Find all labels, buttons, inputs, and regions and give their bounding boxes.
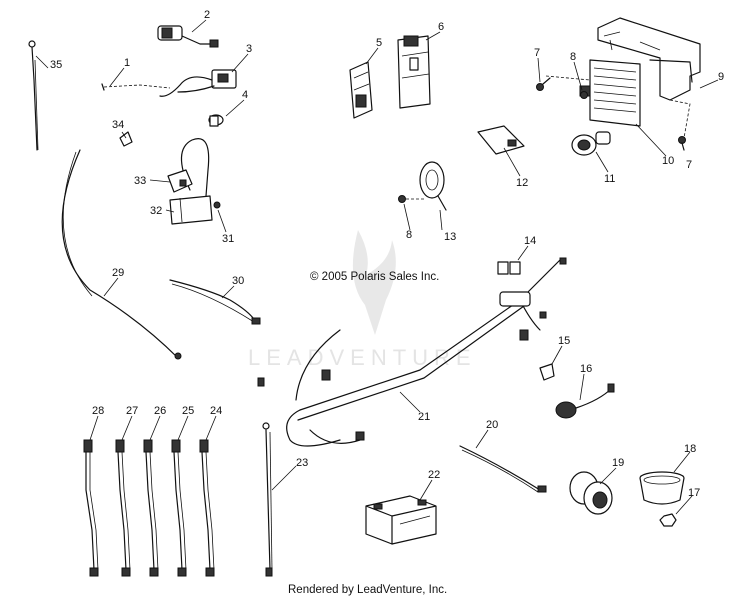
callout-9: 9 [718, 71, 724, 83]
callout-10: 10 [662, 155, 674, 167]
callout-3: 3 [246, 43, 252, 55]
callout-26: 26 [154, 405, 166, 417]
watermark-text: LEADVENTURE [248, 345, 477, 370]
callout-25: 25 [182, 405, 194, 417]
part-1-wire [101, 83, 171, 91]
part-32-ignition-coil [169, 195, 213, 225]
part-33-spark-plug-cap [167, 138, 210, 197]
callout-16: 16 [580, 363, 592, 375]
callout-4: 4 [242, 89, 248, 101]
callout-33: 33 [134, 175, 146, 187]
part-5-relay [349, 61, 373, 119]
leader-lines [35, 19, 719, 515]
callout-8-upper: 8 [570, 51, 576, 63]
part-11-socket [571, 131, 611, 156]
callout-19: 19 [612, 457, 624, 469]
callout-17: 17 [688, 487, 700, 499]
part-8-screw-upper [580, 91, 588, 99]
copyright-text: © 2005 Polaris Sales Inc. [310, 271, 439, 283]
callout-labels: 1 2 3 4 5 6 7 7 8 8 9 10 11 12 13 14 15 … [50, 9, 724, 499]
part-28-wire [83, 439, 99, 577]
watermark-logo [352, 230, 396, 335]
part-26-wire [143, 439, 159, 577]
part-9-bracket [597, 17, 701, 139]
callout-7-upper: 7 [534, 47, 540, 59]
part-31-screw [213, 201, 221, 209]
part-10-regulator [545, 59, 641, 127]
part-6-fuse-block [397, 35, 431, 109]
part-18-housing [639, 471, 685, 505]
part-7-screw-lower [678, 136, 686, 151]
part-17-nut [659, 513, 677, 527]
callout-5: 5 [376, 37, 382, 49]
callout-34: 34 [112, 119, 124, 131]
part-22-battery [365, 495, 437, 545]
part-12-cover [477, 125, 525, 155]
callout-18: 18 [684, 443, 696, 455]
part-16-socket [555, 383, 615, 419]
part-24-wire [199, 439, 215, 577]
part-3-connector [159, 69, 237, 97]
callout-14: 14 [524, 235, 536, 247]
callout-31: 31 [222, 233, 234, 245]
part-14-fuses [497, 261, 521, 275]
part-13-horn [419, 161, 447, 211]
callout-27: 27 [126, 405, 138, 417]
callout-22: 22 [428, 469, 440, 481]
part-34-clip [119, 131, 133, 147]
callout-1: 1 [124, 57, 130, 69]
part-27-wire [115, 439, 131, 577]
callout-20: 20 [486, 419, 498, 431]
part-4-bulb [208, 114, 224, 127]
callout-2: 2 [204, 9, 210, 21]
callout-13: 13 [444, 231, 456, 243]
part-19-grommet [569, 471, 613, 515]
part-21-main-harness [257, 257, 567, 447]
callout-29: 29 [112, 267, 124, 279]
part-7-screw-upper [536, 77, 551, 91]
callout-15: 15 [558, 335, 570, 347]
callout-35: 35 [50, 59, 62, 71]
footer-text: Rendered by LeadVenture, Inc. [288, 584, 447, 596]
callout-28: 28 [92, 405, 104, 417]
callout-7-lower: 7 [686, 159, 692, 171]
callout-6: 6 [438, 21, 444, 33]
part-35-wire [28, 40, 39, 151]
part-2-switch [157, 25, 219, 48]
part-30-cable [169, 279, 261, 325]
part-8-screw-lower [398, 195, 424, 203]
callout-12: 12 [516, 177, 528, 189]
part-20-cable [459, 445, 547, 493]
part-25-wire [171, 439, 187, 577]
part-29-cable [61, 149, 182, 360]
callout-30: 30 [232, 275, 244, 287]
callout-21: 21 [418, 411, 430, 423]
callout-24: 24 [210, 405, 222, 417]
part-15-connector [539, 363, 555, 381]
callout-8-lower: 8 [406, 229, 412, 241]
callout-32: 32 [150, 205, 162, 217]
callout-23: 23 [296, 457, 308, 469]
part-23-cable [262, 422, 273, 577]
callout-11: 11 [604, 173, 615, 185]
